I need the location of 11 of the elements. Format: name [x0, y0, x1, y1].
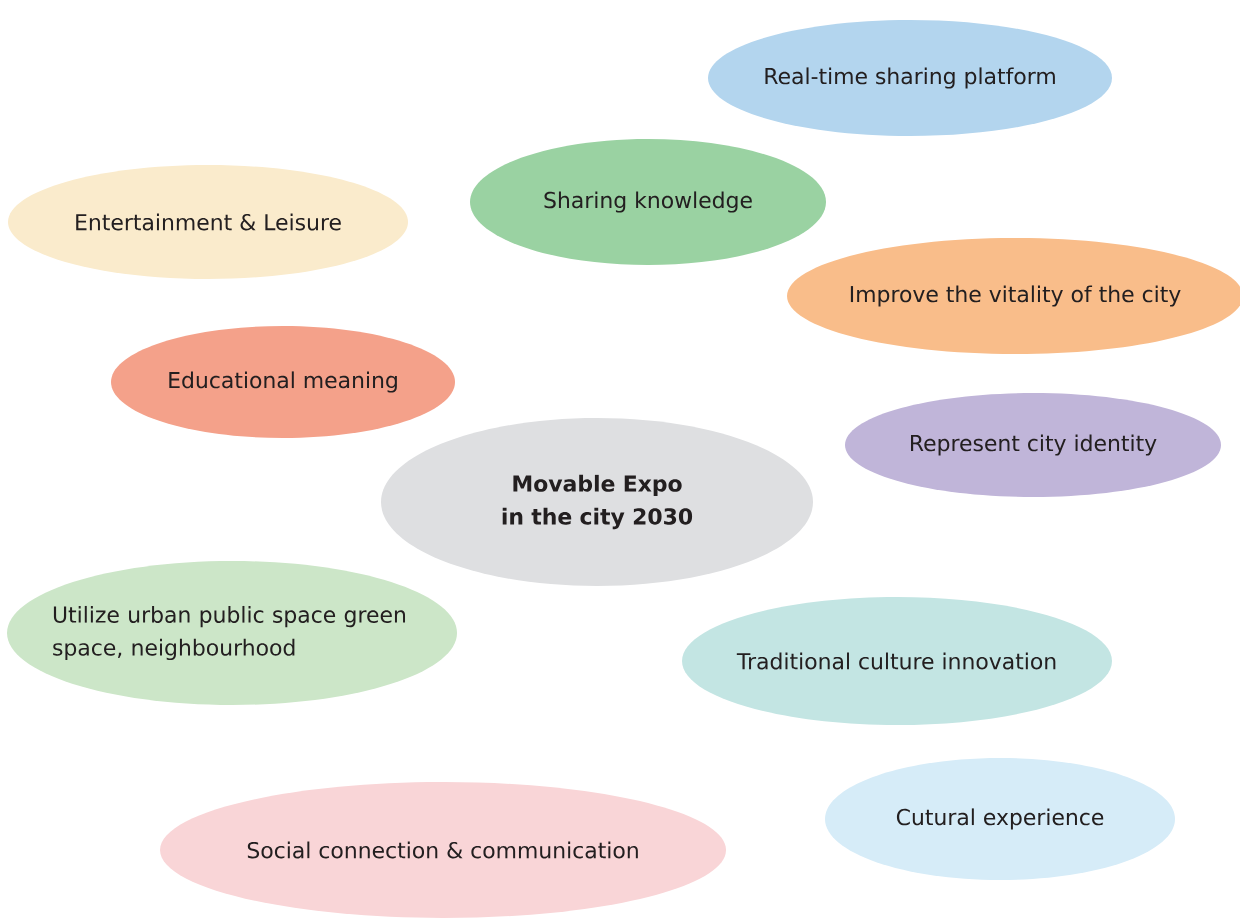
- ellipse-bubble: Traditional culture innovation: [682, 597, 1112, 725]
- ellipse-bubble: Utilize urban public space green space, neighbourhood: [7, 561, 457, 705]
- ellipse-bubble: Social connection & communication: [160, 782, 726, 918]
- ellipse-bubble: Represent city identity: [845, 393, 1221, 497]
- ellipse-bubble: Movable Expo in the city 2030: [381, 418, 813, 586]
- ellipse-bubble: Real-time sharing platform: [708, 20, 1112, 136]
- ellipse-bubble: Improve the vitality of the city: [787, 238, 1240, 354]
- ellipse-bubble: Entertainment & Leisure: [8, 165, 408, 279]
- ellipse-bubble: Cutural experience: [825, 758, 1175, 880]
- ellipse-bubble: Sharing knowledge: [470, 139, 826, 265]
- ellipse-bubble: Educational meaning: [111, 326, 455, 438]
